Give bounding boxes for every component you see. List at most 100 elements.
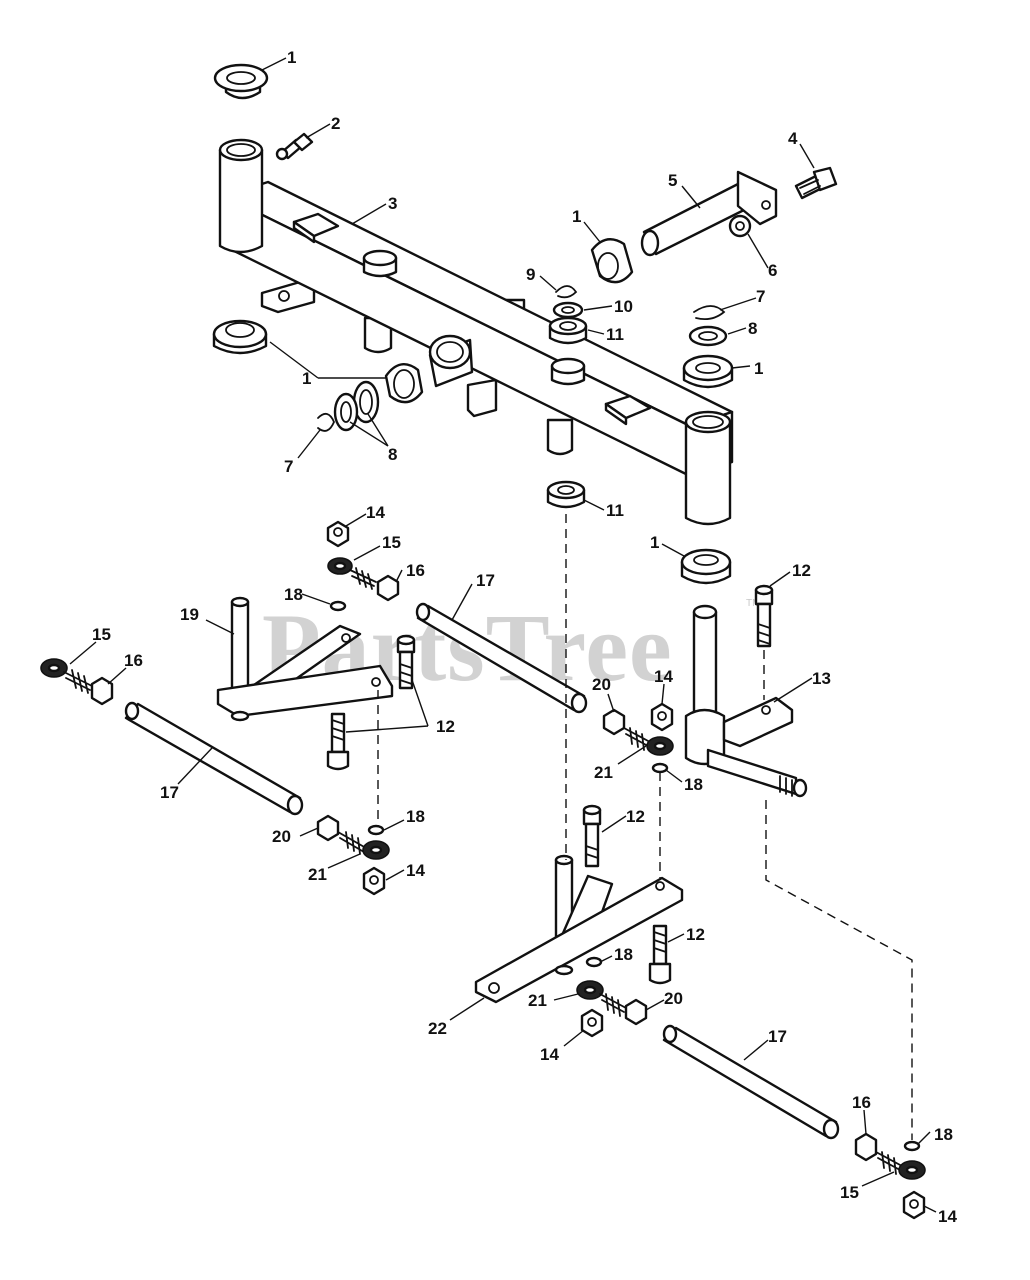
washer-18-d bbox=[585, 956, 603, 968]
callout-1: 1 bbox=[302, 369, 311, 388]
callout-7: 7 bbox=[284, 457, 293, 476]
clip-9 bbox=[555, 285, 578, 299]
callout-5: 5 bbox=[668, 171, 677, 190]
callout-18: 18 bbox=[614, 945, 633, 964]
callout-17: 17 bbox=[768, 1027, 787, 1046]
callout-13: 13 bbox=[812, 669, 831, 688]
callout-12: 12 bbox=[626, 807, 645, 826]
callout-1: 1 bbox=[287, 48, 296, 67]
rod-end-15-a bbox=[327, 557, 377, 590]
callout-21: 21 bbox=[528, 991, 547, 1010]
nut-14-c bbox=[650, 702, 674, 732]
rod-end-21-a bbox=[337, 831, 390, 860]
bushing-11-upper bbox=[548, 316, 588, 345]
callout-15: 15 bbox=[92, 625, 111, 644]
bolt-12-b bbox=[326, 712, 350, 771]
callout-2: 2 bbox=[331, 114, 340, 133]
rod-end-15-c bbox=[875, 1151, 926, 1180]
callout-22: 22 bbox=[428, 1019, 447, 1038]
bushing-1-top-left bbox=[213, 63, 269, 100]
nut-14-d bbox=[580, 1008, 604, 1038]
callout-19: 19 bbox=[180, 605, 199, 624]
rod-end-21-b bbox=[623, 727, 674, 756]
callout-18: 18 bbox=[684, 775, 703, 794]
callout-14: 14 bbox=[654, 667, 673, 686]
callout-6: 6 bbox=[768, 261, 777, 280]
washer-18-a bbox=[329, 600, 347, 612]
jam-nut-16-c bbox=[854, 1132, 878, 1162]
callout-18: 18 bbox=[934, 1125, 953, 1144]
rod-end-21-c bbox=[576, 980, 627, 1017]
callout-14: 14 bbox=[406, 861, 425, 880]
callout-4: 4 bbox=[788, 129, 798, 148]
washer-18-c bbox=[651, 762, 669, 774]
callout-18: 18 bbox=[284, 585, 303, 604]
callout-8: 8 bbox=[748, 319, 757, 338]
callout-12: 12 bbox=[436, 717, 455, 736]
callout-21: 21 bbox=[308, 865, 327, 884]
snap-ring-7-right bbox=[693, 305, 726, 321]
washer-8-right bbox=[688, 325, 728, 347]
callout-8: 8 bbox=[388, 445, 397, 464]
washers-8-left bbox=[333, 380, 380, 432]
bushing-1-mid bbox=[384, 363, 424, 404]
nut-6 bbox=[728, 214, 752, 238]
bushing-1-lower-right bbox=[680, 548, 732, 585]
callout-20: 20 bbox=[272, 827, 291, 846]
jam-nut-16-b bbox=[90, 676, 114, 706]
callouts: 1 2 3 4 5 1 6 9 10 7 11 8 1 1 7 8 11 14 … bbox=[92, 48, 957, 1226]
callout-11: 11 bbox=[606, 501, 624, 520]
bushing-1-right bbox=[682, 354, 734, 389]
callout-7: 7 bbox=[756, 287, 765, 306]
callout-14: 14 bbox=[366, 503, 385, 522]
tie-rod-17-b bbox=[124, 701, 304, 816]
watermark-trademark: TM bbox=[746, 598, 760, 609]
callout-20: 20 bbox=[592, 675, 611, 694]
callout-15: 15 bbox=[382, 533, 401, 552]
nut-14-a bbox=[326, 520, 350, 548]
callout-10: 10 bbox=[614, 297, 633, 316]
callout-9: 9 bbox=[526, 265, 535, 284]
bolt-4 bbox=[794, 166, 838, 200]
bolt-12-c bbox=[754, 584, 774, 648]
callout-16: 16 bbox=[124, 651, 143, 670]
leader-lines bbox=[69, 57, 937, 1213]
bushing-1-upper-right bbox=[590, 238, 634, 284]
callout-14: 14 bbox=[938, 1207, 957, 1226]
callout-18: 18 bbox=[406, 807, 425, 826]
callout-14: 14 bbox=[540, 1045, 559, 1064]
pin-5 bbox=[640, 170, 778, 257]
callout-17: 17 bbox=[476, 571, 495, 590]
callout-1: 1 bbox=[754, 359, 763, 378]
steering-plate-22 bbox=[474, 854, 684, 1004]
callout-1: 1 bbox=[650, 533, 659, 552]
snap-ring-7-left bbox=[317, 412, 335, 432]
callout-16: 16 bbox=[406, 561, 425, 580]
callout-1: 1 bbox=[572, 207, 581, 226]
nut-14-e bbox=[902, 1190, 926, 1220]
bolt-12-d bbox=[582, 804, 602, 868]
nut-20-c bbox=[624, 998, 648, 1026]
callout-20: 20 bbox=[664, 989, 683, 1008]
callout-12: 12 bbox=[686, 925, 705, 944]
bolt-12-e bbox=[648, 924, 672, 985]
washer-18-e bbox=[903, 1140, 921, 1152]
tie-rod-17-a bbox=[415, 602, 588, 714]
rod-end-15-b bbox=[40, 658, 93, 694]
callout-21: 21 bbox=[594, 763, 613, 782]
callout-16: 16 bbox=[852, 1093, 871, 1112]
nut-20-a bbox=[316, 814, 340, 842]
bushing-1-left bbox=[212, 319, 268, 355]
callout-11: 11 bbox=[606, 325, 624, 344]
callout-12: 12 bbox=[792, 561, 811, 580]
spindle-13 bbox=[684, 604, 808, 798]
axle-beam bbox=[218, 138, 734, 526]
jam-nut-16-a bbox=[376, 574, 400, 602]
steering-arm-19 bbox=[216, 596, 394, 722]
tie-rod-17-c bbox=[662, 1024, 840, 1140]
assembly-lines bbox=[377, 514, 913, 1140]
callout-17: 17 bbox=[160, 783, 179, 802]
bushing-11-lower bbox=[546, 480, 586, 509]
nut-20-b bbox=[602, 708, 626, 736]
